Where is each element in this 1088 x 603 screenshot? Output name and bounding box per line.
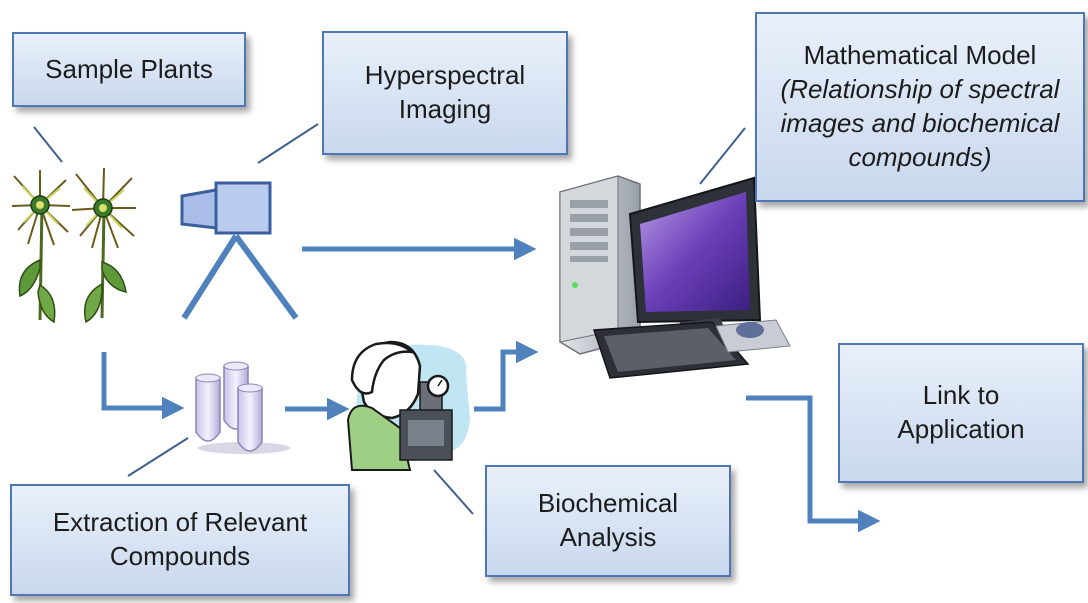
biochemical-analysis-box: Biochemical Analysis [485,465,731,577]
plant-right [71,167,136,324]
link-to-application-box: Link to Application [838,343,1084,483]
sample-plants-label: Sample Plants [45,53,213,84]
video-camera-icon [180,181,299,320]
hyperspectral-label-line1: Hyperspectral [364,60,526,91]
sample-plants-box: Sample Plants [12,32,246,107]
extraction-box: Extraction of Relevant Compounds [10,484,350,596]
math-model-title: Mathematical Model [803,40,1037,71]
hyperspectral-label-line2: Imaging [398,94,492,124]
arrow-plants-to-extraction [101,352,185,420]
scientist-icon [346,340,470,471]
test-tubes-icon [195,361,290,454]
extraction-line2: Compounds [109,541,251,571]
leader-math-model [699,127,746,185]
math-model-line2: (Relationship of spectral [780,74,1060,105]
leader-sample-plants [33,126,63,163]
leader-hyperspectral [257,123,319,164]
leader-biochemical [433,469,474,515]
leader-lines [33,123,746,515]
biochemical-line1: Biochemical [537,488,679,519]
mathematical-model-box: Mathematical Model (Relationship of spec… [755,12,1085,202]
link-app-line2: Application [897,414,1025,444]
arrow-analysis-to-computer [474,340,539,412]
math-model-line3: images and biochemical [780,108,1060,138]
plant-icon [11,167,136,324]
flow-arrows [101,237,881,533]
link-app-line1: Link to [922,380,1000,411]
math-model-line4: compounds) [848,141,992,172]
computer-icon [559,175,791,379]
leader-extraction [127,437,189,477]
plant-left [11,170,71,324]
extraction-line1: Extraction of Relevant [52,507,308,538]
biochemical-line2: Analysis [559,522,657,552]
arrow-computer-to-application [746,395,881,533]
hyperspectral-imaging-box: Hyperspectral Imaging [322,31,568,155]
